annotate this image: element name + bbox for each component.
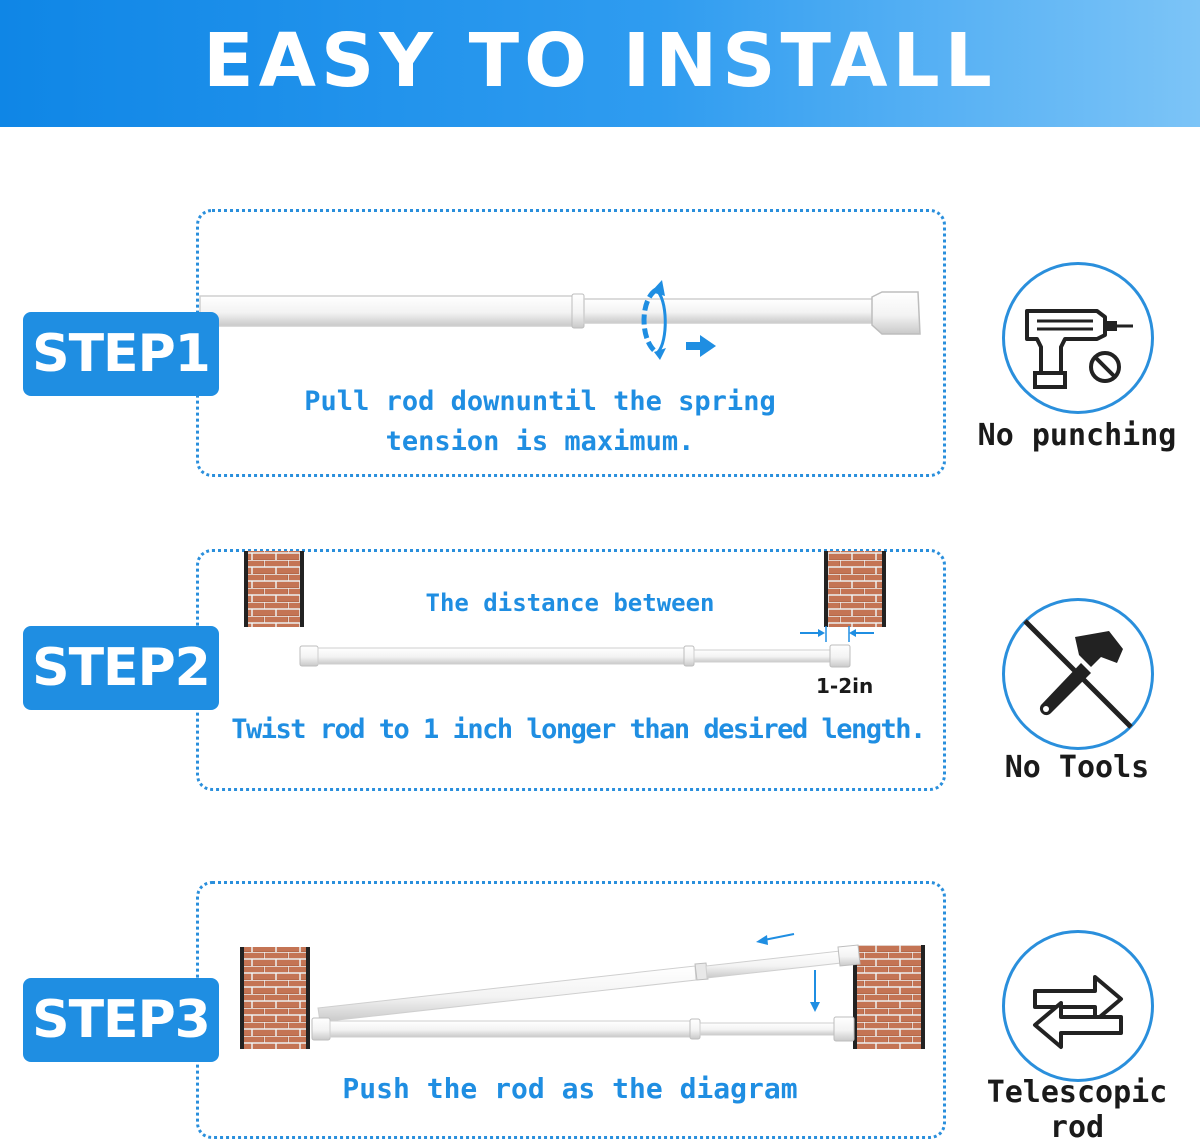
feature-telescopic-rod-label: Telescopic rod — [986, 1075, 1168, 1145]
step2-badge: STEP2 — [23, 626, 219, 710]
drill-no-punching-icon — [1025, 309, 1133, 389]
page-title: EASY TO INSTALL — [203, 18, 997, 104]
feature-no-punching — [1002, 262, 1154, 414]
step3-rod-angled — [317, 944, 861, 1023]
feature-no-tools — [1002, 598, 1154, 750]
feature-telescopic-rod — [1002, 930, 1154, 1082]
step2-instruction: Twist rod to 1 inch longer than desired … — [231, 714, 926, 745]
step3-badge: STEP3 — [23, 978, 219, 1062]
step2-wall-right — [824, 551, 886, 627]
feature-no-tools-label: No Tools — [1004, 750, 1150, 785]
step2-caption: The distance between — [425, 589, 715, 617]
rotate-arrow-icon — [641, 280, 667, 360]
step3-wall-right — [853, 945, 925, 1049]
step1-instruction-line1: Pull rod downuntil the spring — [304, 386, 776, 417]
header-banner — [0, 0, 1200, 127]
hammer-crossed-icon — [1023, 619, 1133, 729]
step2-wall-left — [244, 551, 304, 627]
swap-arrows-icon — [1033, 975, 1123, 1049]
step1-instruction-line2: tension is maximum. — [385, 426, 695, 457]
arrow-right-icon — [686, 335, 716, 357]
step3-rod-level — [311, 1016, 855, 1042]
gap-label: 1-2in — [816, 674, 874, 698]
step1-rod — [199, 291, 921, 335]
gap-arrows-icon — [800, 626, 874, 642]
step3-instruction: Push the rod as the diagram — [342, 1072, 798, 1105]
step2-rod — [299, 644, 851, 668]
step3-wall-left — [240, 947, 310, 1049]
step1-badge: STEP1 — [23, 312, 219, 396]
step2-panel — [196, 549, 946, 791]
push-arrows-icon — [756, 933, 820, 1012]
feature-no-punching-label: No punching — [977, 418, 1177, 453]
